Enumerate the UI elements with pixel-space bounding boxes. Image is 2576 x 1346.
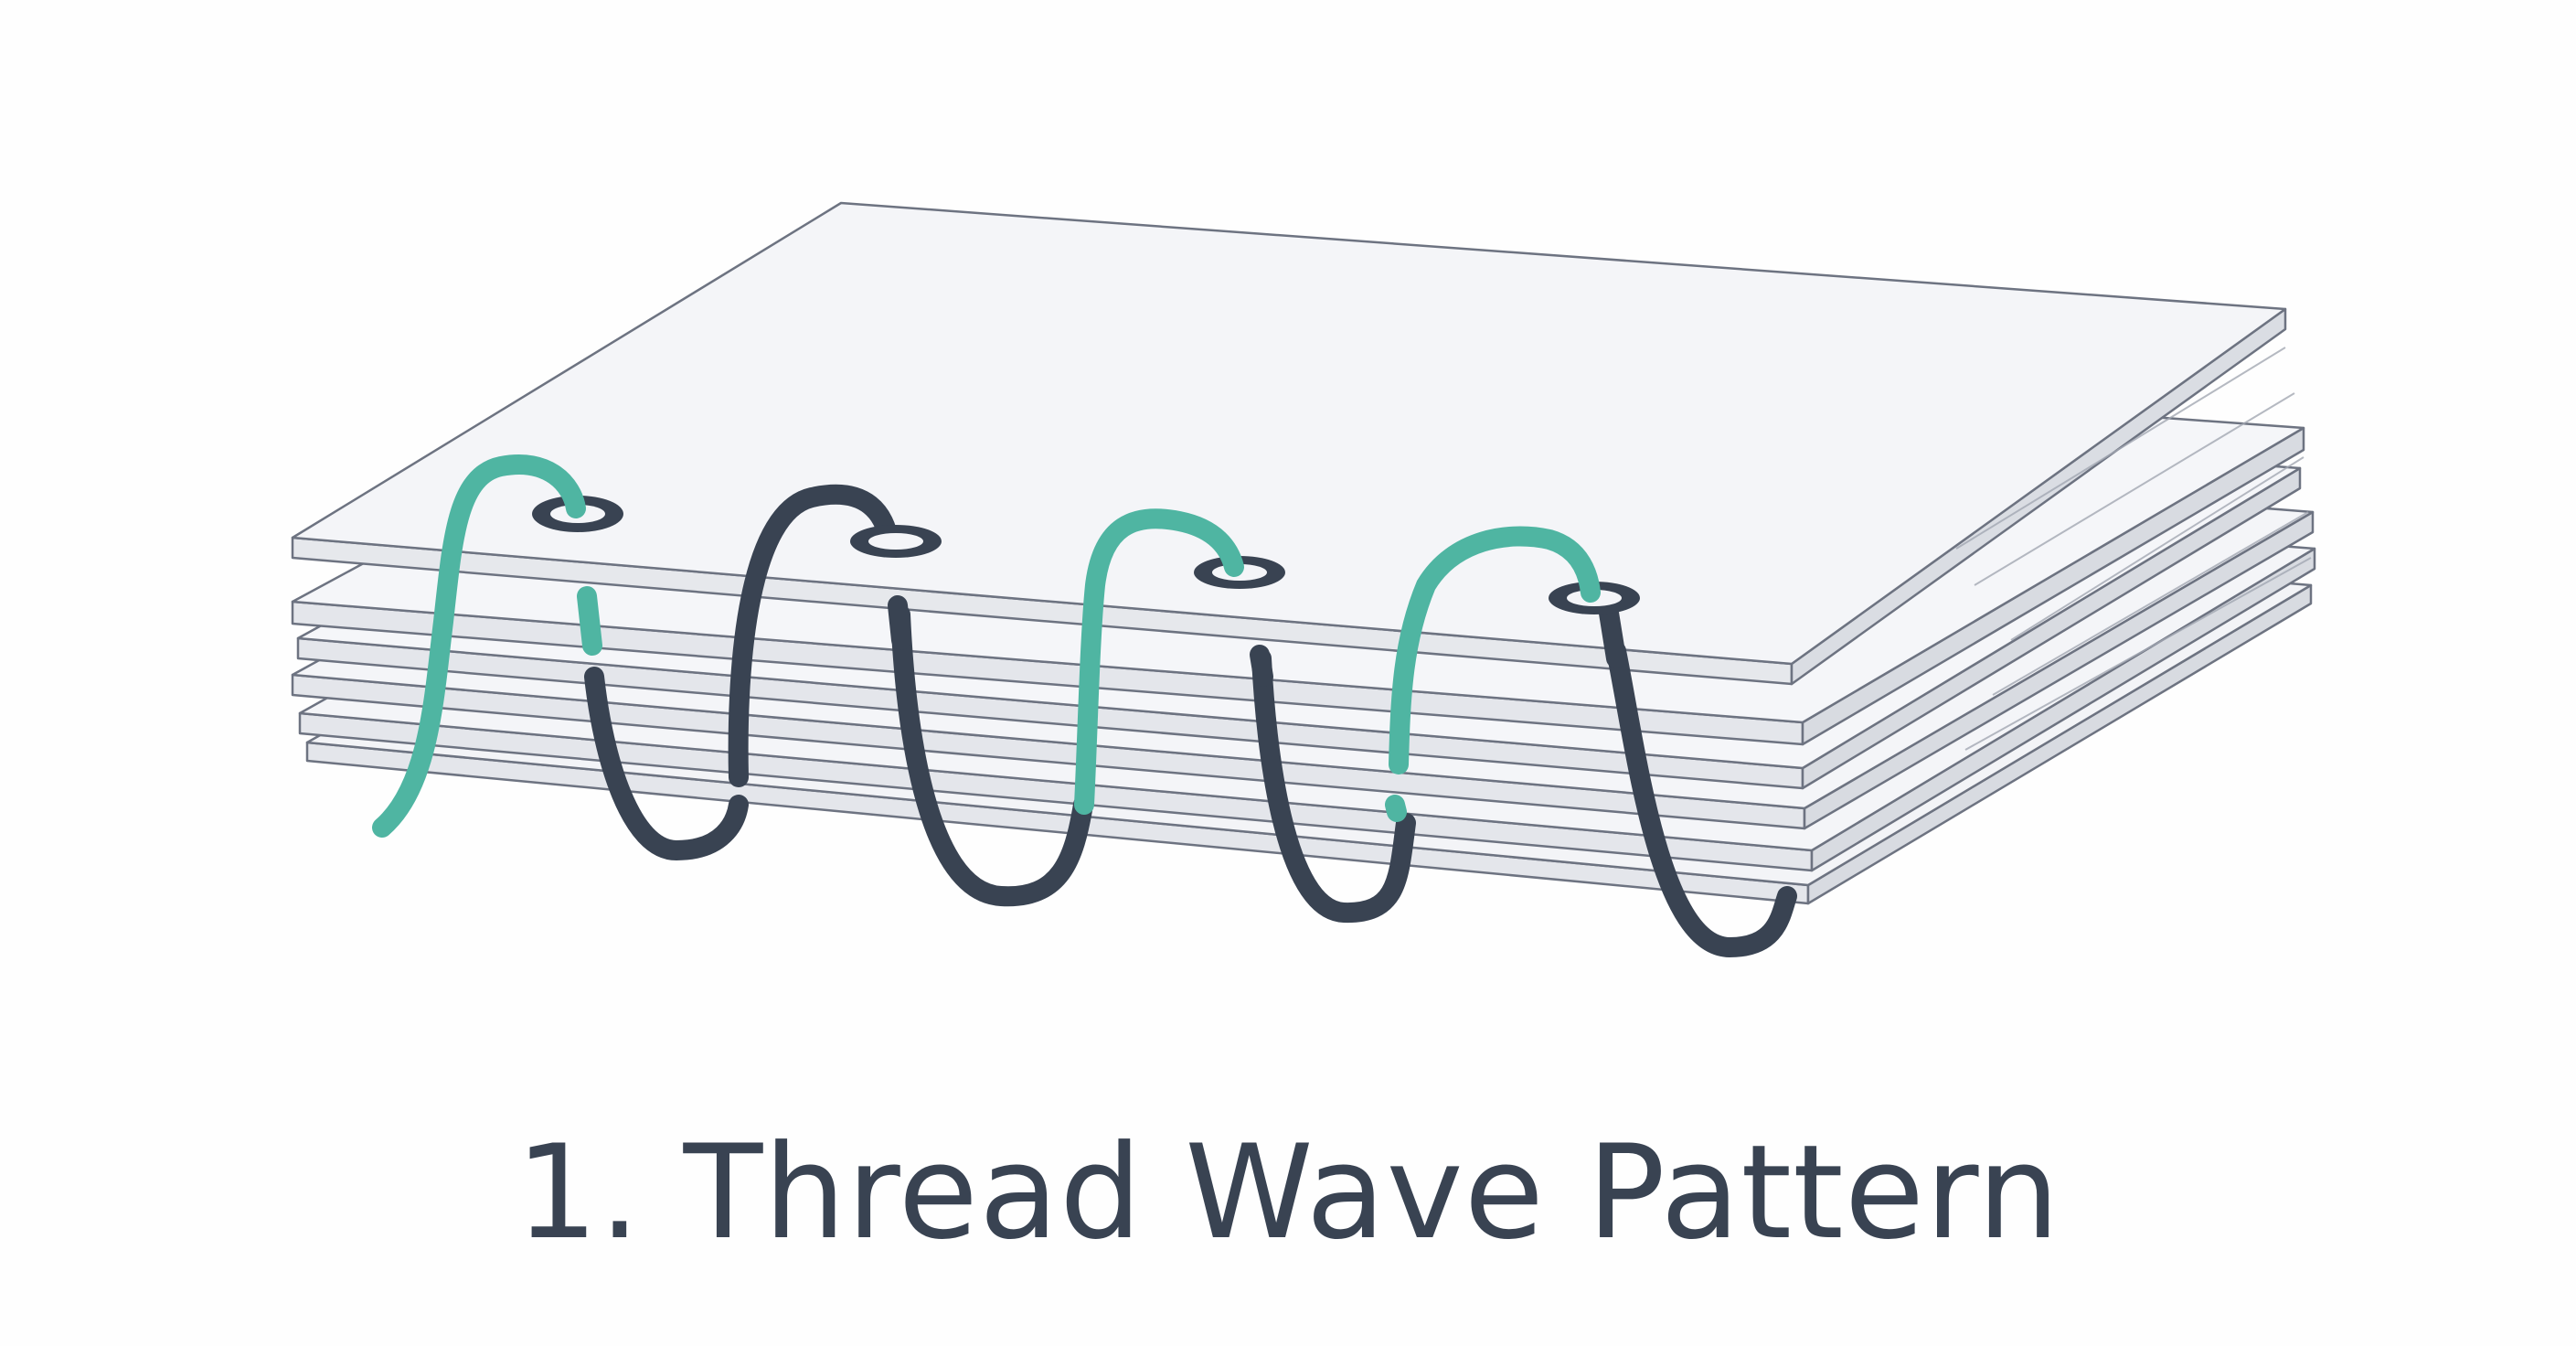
thread-dark-loop-2: [890, 604, 1093, 907]
thread-dark-loop-1: [584, 667, 749, 861]
thread-dark-loop-4: [1606, 641, 1797, 958]
thread-teal-loop-4: [1389, 526, 1601, 774]
thread-teal: [372, 454, 1601, 838]
thread-dark-loop-3: [1251, 648, 1416, 924]
paper-sheet-top: [291, 201, 2287, 686]
paper-edge-sketch: [1955, 347, 2312, 751]
thread-dark-lower: [584, 484, 1797, 958]
hole-2: [850, 525, 942, 558]
thread-teal-drop-1: [577, 586, 602, 656]
paper-stack: [291, 201, 2316, 905]
thread-dark-drop-2: [888, 595, 911, 650]
thread-dark-front-2: [1250, 645, 1273, 687]
thread-teal-loop-3: [1074, 508, 1244, 815]
thread-teal-loop-1: [372, 454, 586, 838]
thread-dark-arch-2: [728, 484, 899, 787]
thread-teal-tail-4: [1385, 795, 1407, 822]
diagram-caption: 1. Thread Wave Pattern: [515, 1117, 2060, 1268]
thread-dark-front: [1250, 645, 1273, 687]
